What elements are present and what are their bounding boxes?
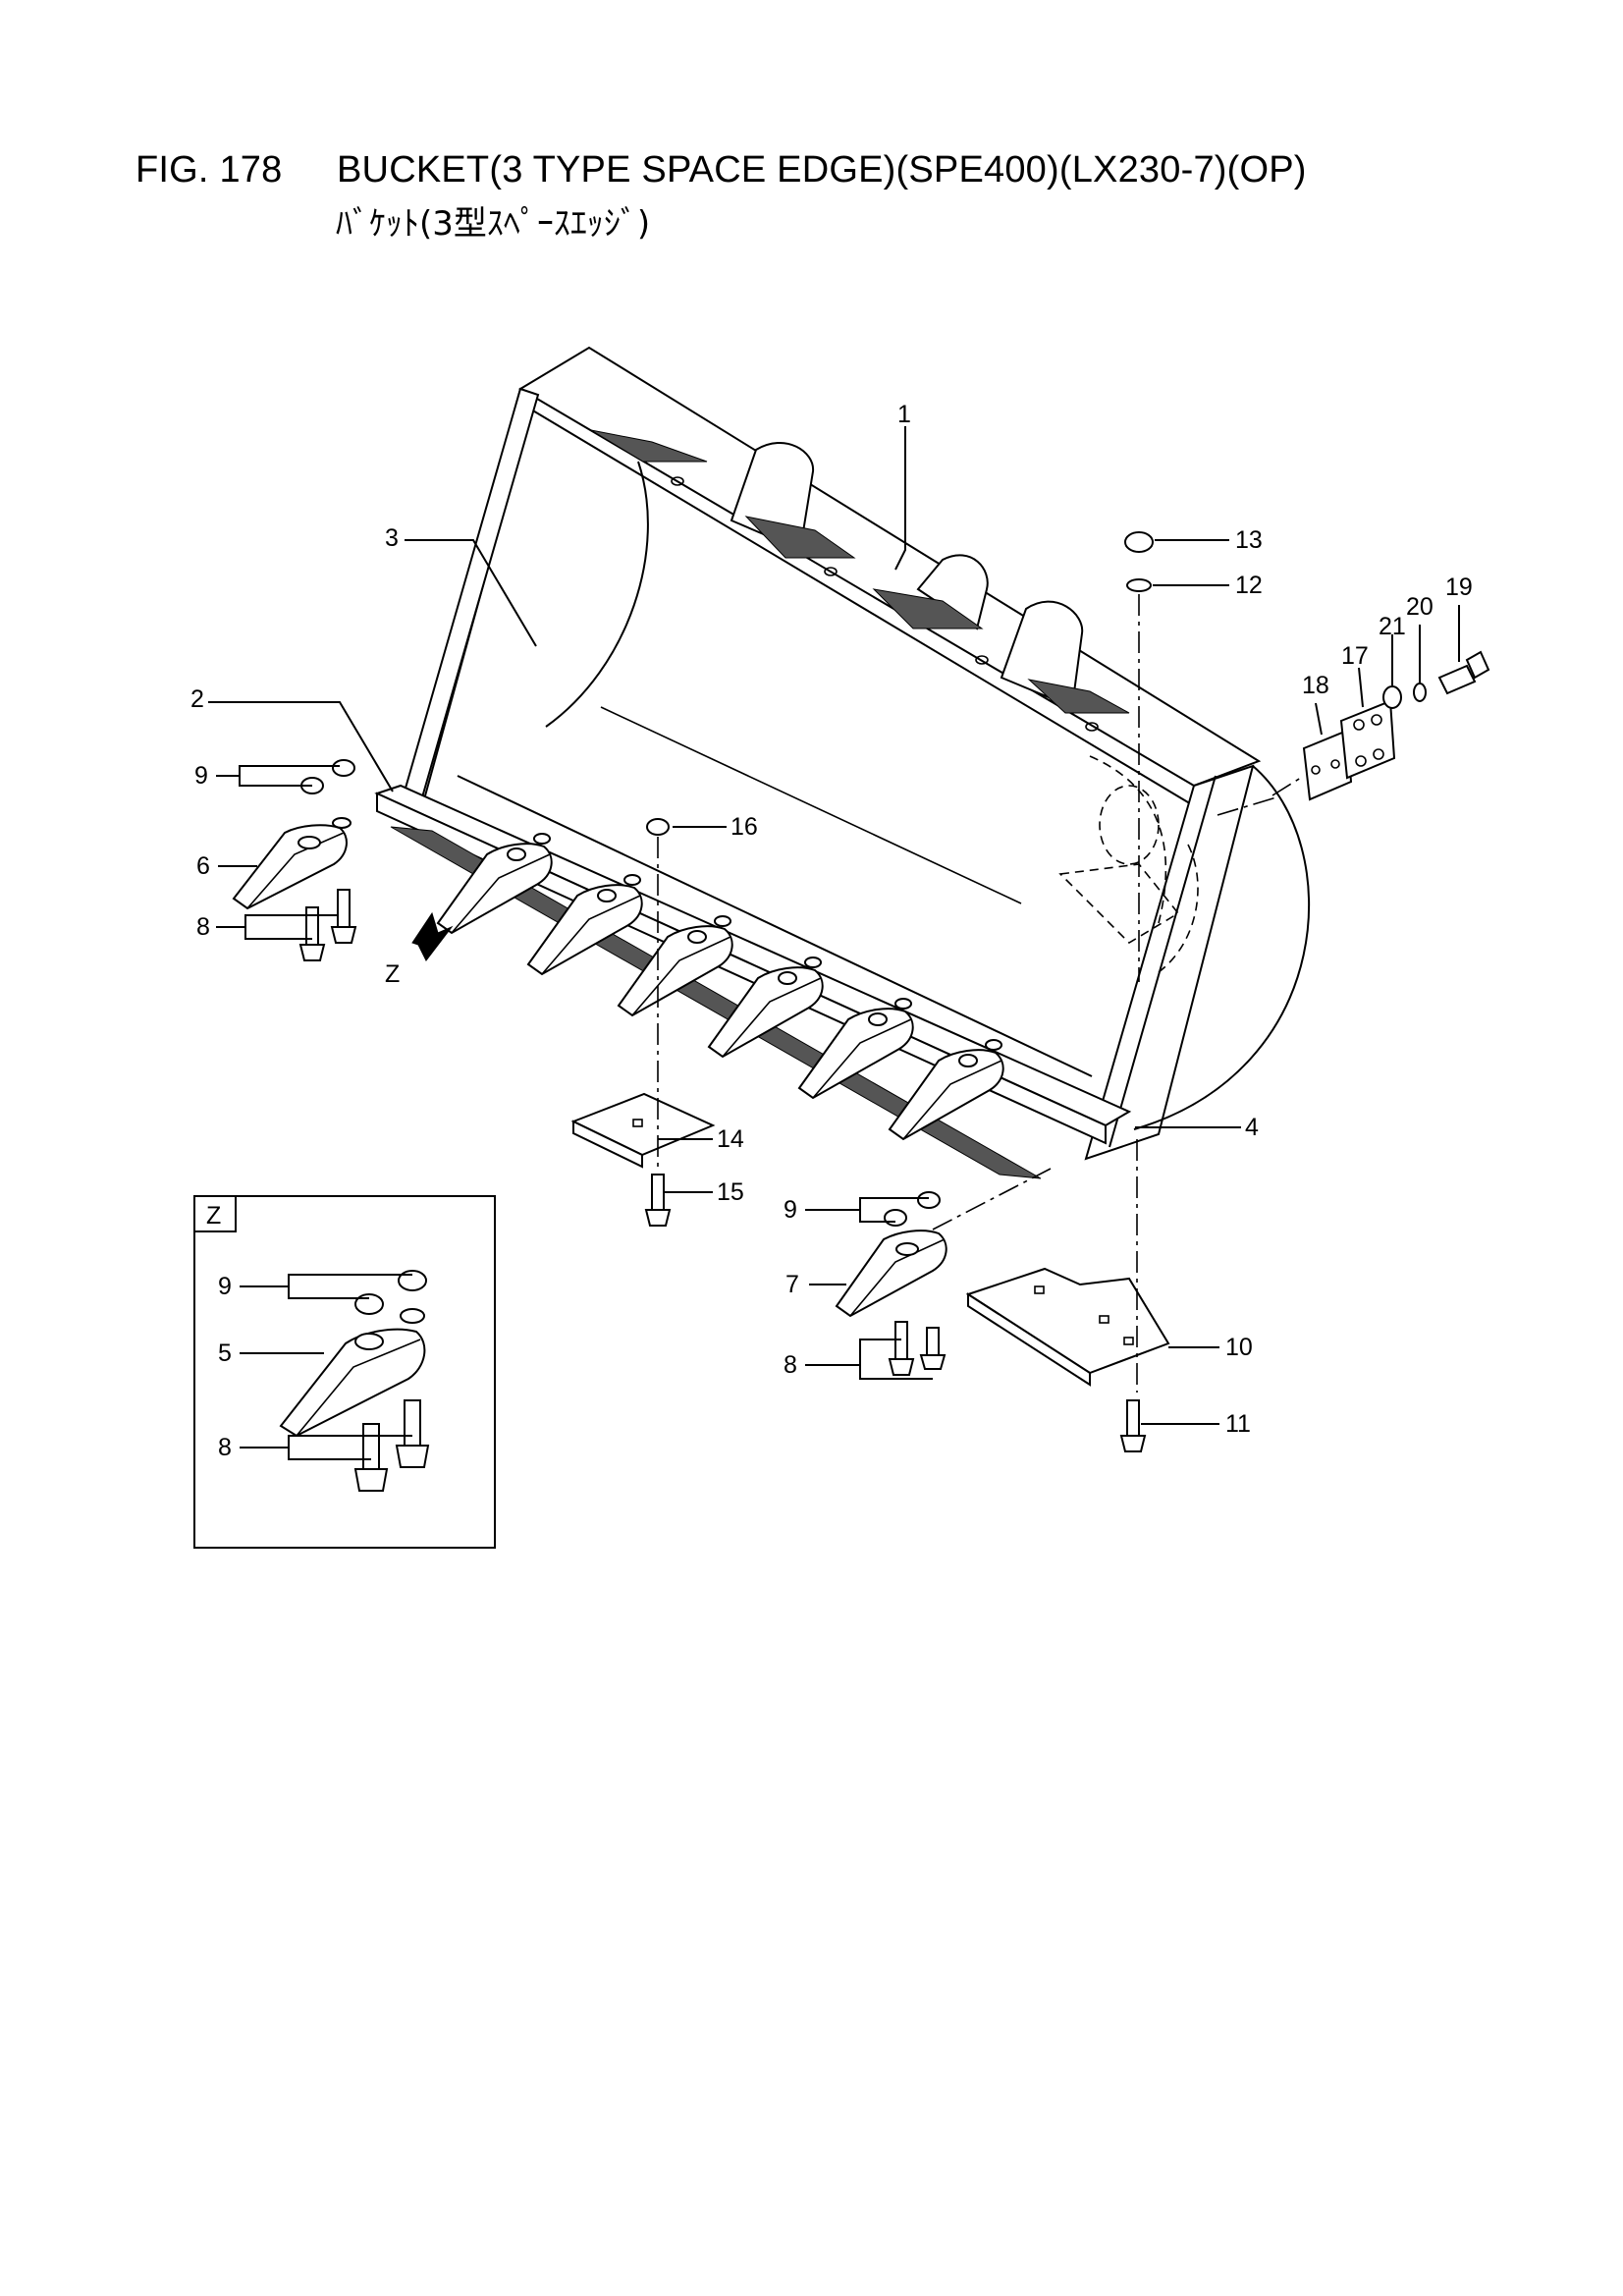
view-arrow-z: Z [385,911,454,988]
bucket-tooth-nut [533,833,551,845]
detail-callout-8: 8 [218,1434,232,1461]
callout-13: 13 [1235,526,1263,554]
leader-lines [208,426,1460,1425]
wear-plate-14 [570,1092,716,1169]
callout-17: 17 [1341,642,1369,670]
bucket-tooth-nut [985,1039,1002,1051]
callout-9-lower: 9 [784,1196,797,1224]
bucket-tooth-ridge [722,977,822,1058]
callout-12: 12 [1235,572,1263,599]
hardware [298,531,1154,1452]
bucket-tooth-ridge [451,853,551,934]
figure-title-text: BUCKET(3 TYPE SPACE EDGE)(SPE400)(LX230-… [337,149,1307,191]
cutting-edge [374,784,1132,1179]
bucket-teeth [436,833,1004,1141]
callout-10: 10 [1225,1334,1253,1361]
callout-9-left: 9 [194,762,208,790]
callout-14: 14 [717,1125,744,1153]
callout-21: 21 [1379,613,1406,640]
tooth-6 [232,817,352,910]
callout-1: 1 [897,401,911,428]
callout-6: 6 [196,852,210,880]
callout-8-lower: 8 [784,1351,797,1379]
bucket-tooth-nut [958,1054,978,1067]
bucket-body [403,346,1311,1161]
bucket-tooth-nut [714,915,731,927]
callout-3: 3 [385,524,399,552]
view-arrow-label: Z [385,960,400,988]
figure-title: FIG. 178 BUCKET(3 TYPE SPACE EDGE)(SPE400… [135,149,1307,191]
callout-11: 11 [1225,1410,1251,1438]
bucket-tooth-nut [687,930,707,944]
figure-title-japanese: ﾊﾞｹｯﾄ(3型ｽﾍﾟｰｽｴｯｼﾞ) [336,204,651,244]
bucket-tooth-nut [868,1012,888,1026]
bucket-tooth-ridge [902,1060,1002,1140]
edge-plate-10 [965,1267,1170,1387]
callout-8-left: 8 [196,913,210,941]
assembly-lines [657,594,1305,1393]
detail-view-z: Z 9 5 8 [193,1195,496,1549]
figure-number: FIG. 178 [135,149,283,191]
detail-callout-9: 9 [218,1273,232,1300]
bucket-tooth-ridge [812,1018,912,1099]
callouts: 1 2 3 4 6 7 8 8 9 9 10 11 12 13 14 15 16… [190,401,1473,1438]
callout-2: 2 [190,685,204,713]
detail-view-label: Z [206,1202,221,1230]
bucket-tooth-nut [778,971,797,985]
bucket-tooth-ridge [541,895,641,975]
callout-20: 20 [1406,593,1434,621]
bucket-tooth-nut [507,847,526,861]
bucket-tooth-ridge [631,936,731,1016]
tooth-7 [835,1230,947,1318]
callout-16: 16 [730,813,758,841]
side-plates [1302,650,1490,801]
callout-19: 19 [1445,574,1473,601]
callout-18: 18 [1302,672,1329,699]
callout-15: 15 [717,1178,744,1206]
bucket-tooth-nut [623,874,641,886]
bucket-tooth-nut [894,998,912,1010]
callout-7: 7 [785,1271,799,1298]
bucket-tooth-nut [804,957,822,968]
bucket-tooth-nut [597,889,617,902]
callout-4: 4 [1245,1114,1259,1141]
detail-callout-5: 5 [218,1339,232,1367]
